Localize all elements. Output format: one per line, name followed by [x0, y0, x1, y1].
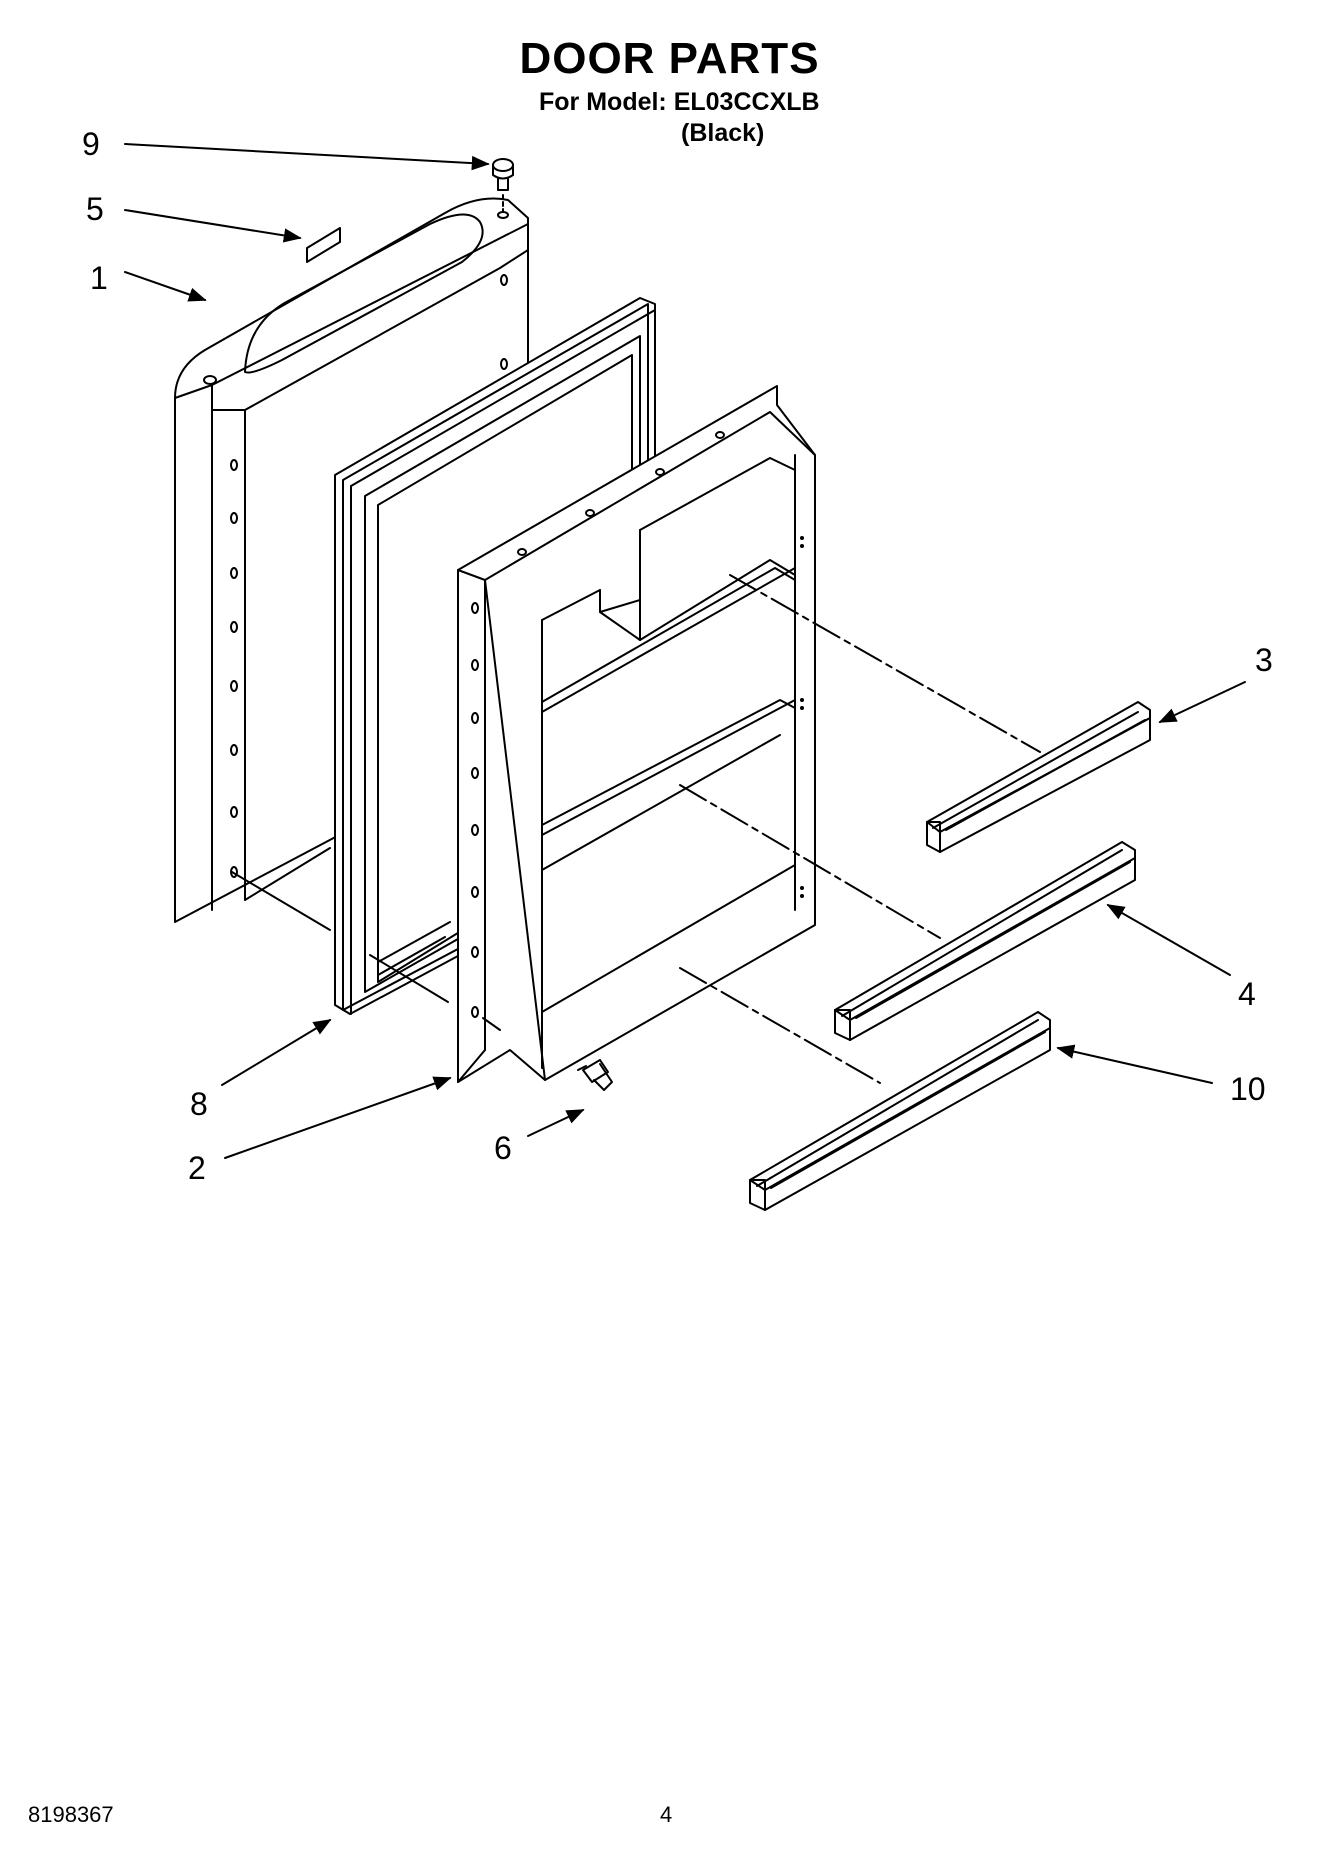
shelf-bar-part-3 — [926, 701, 1151, 853]
assembly-lines — [231, 574, 1041, 1084]
callout-10: 10 — [1230, 1071, 1266, 1107]
page-title: DOOR PARTS — [519, 34, 820, 83]
shelf-bar-part-10 — [749, 1011, 1051, 1211]
callout-3: 3 — [1255, 642, 1273, 678]
callout-4: 4 — [1238, 976, 1256, 1012]
color-label: (Black) — [681, 119, 765, 147]
callout-arrows — [124, 143, 1246, 1159]
callout-8: 8 — [190, 1086, 208, 1122]
shelf-bar-part-4 — [834, 841, 1136, 1041]
callout-5: 5 — [86, 191, 104, 227]
screw-part-6 — [577, 1059, 613, 1091]
page-number: 4 — [660, 1802, 673, 1827]
model-label: For Model: EL03CCXLB — [539, 88, 820, 116]
document-number: 8198367 — [28, 1802, 114, 1827]
callout-2: 2 — [188, 1150, 206, 1186]
inner-liner-part-2 — [457, 385, 816, 1083]
plug-part-9 — [492, 158, 514, 219]
callout-9: 9 — [82, 126, 100, 162]
callout-6: 6 — [494, 1130, 512, 1166]
label-part-5 — [306, 227, 341, 263]
callout-1: 1 — [90, 260, 108, 296]
